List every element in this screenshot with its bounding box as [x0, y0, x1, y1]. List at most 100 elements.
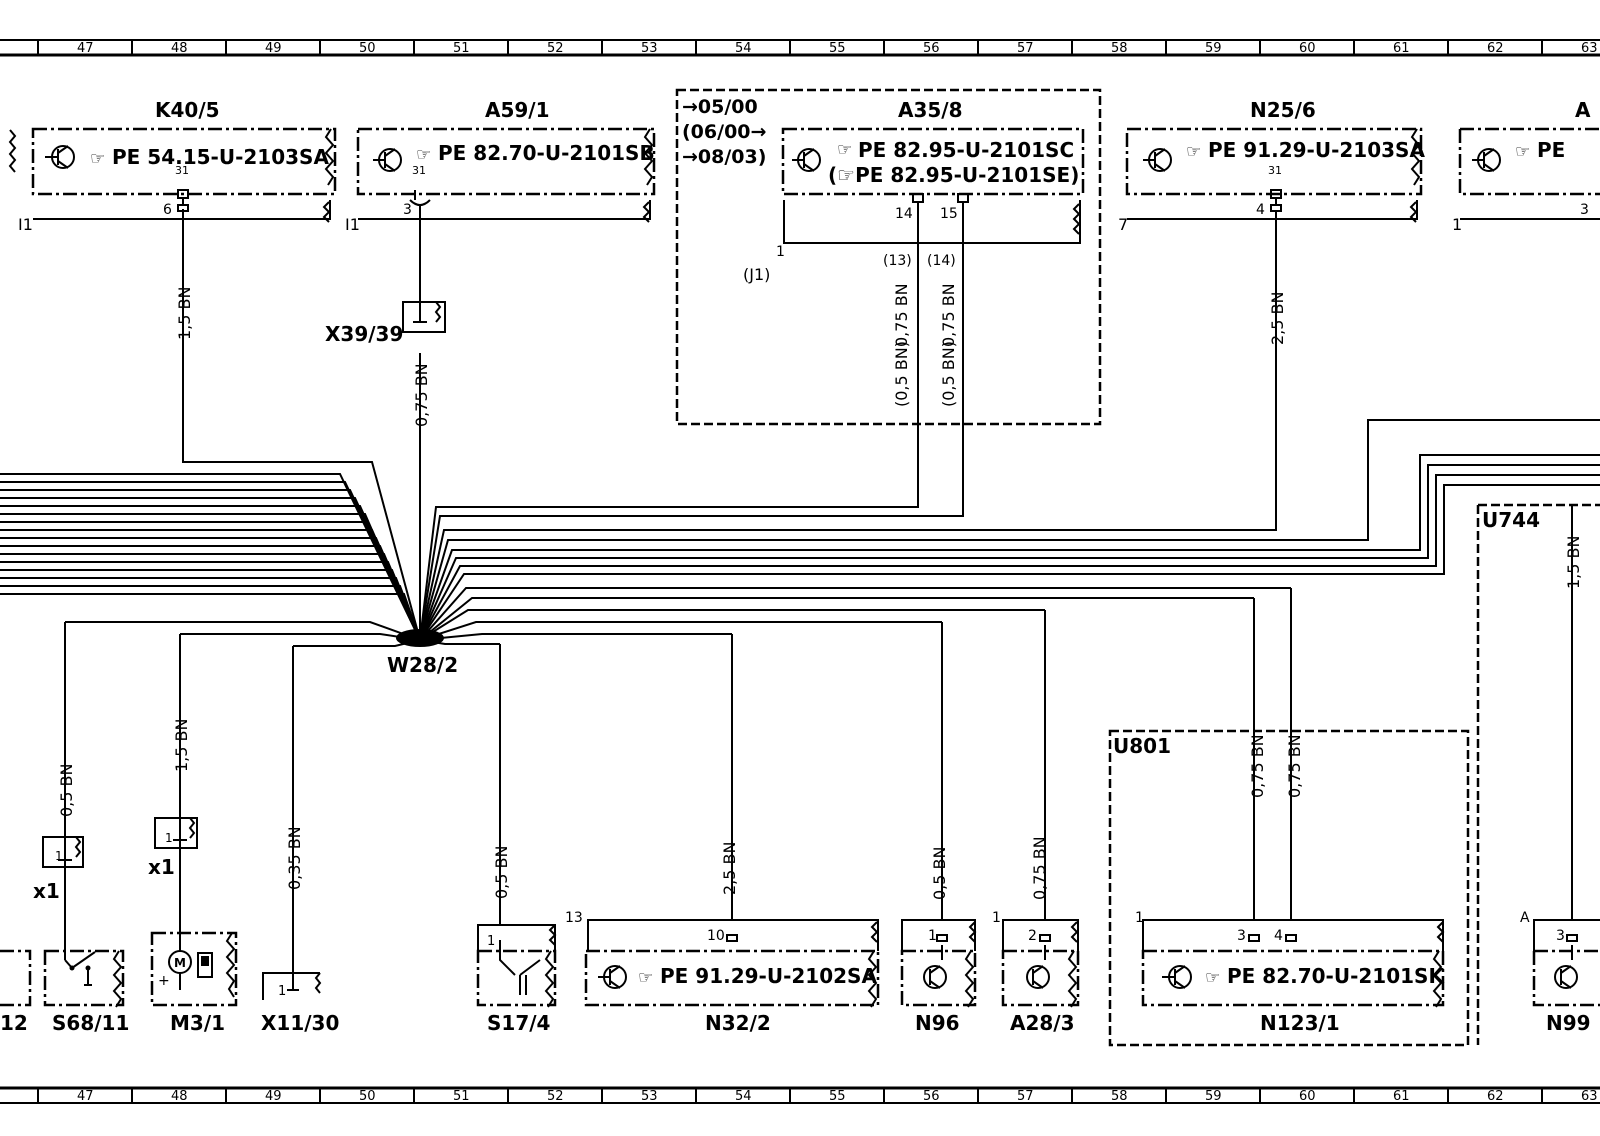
svg-text:I1: I1	[345, 215, 360, 234]
ruler-bottom-cell: 57	[1017, 1089, 1034, 1104]
ruler-bottom-cell: 53	[641, 1089, 658, 1104]
x11-30-component: 0,35 BN 1 X11/30	[261, 826, 339, 1035]
svg-text:PE: PE	[1537, 138, 1565, 162]
svg-text:A: A	[1520, 910, 1530, 926]
ruler-bottom-cell: 47	[77, 1089, 94, 1104]
a59-1-wire: 0,75 BN	[412, 363, 431, 427]
n123-1-component: 0,75 BN 0,75 BN 1 3 4 ☞ PE 82.70-U-2101S…	[1135, 734, 1445, 1035]
hand-pointer-icon: ☞	[837, 140, 852, 160]
svg-text:3: 3	[1580, 202, 1589, 218]
transistor-icon	[1143, 148, 1172, 172]
a59-1-label: A59/1	[485, 98, 550, 122]
svg-text:1: 1	[165, 831, 173, 845]
ruler-top-cell: 52	[547, 41, 564, 56]
svg-text:3: 3	[1556, 928, 1565, 944]
hand-pointer-icon: ☞	[1205, 968, 1220, 988]
a-cut-component: A ☞ PE 1 3	[1452, 98, 1600, 234]
a35-8-label: A35/8	[898, 98, 963, 122]
w28-2-label: W28/2	[387, 653, 458, 677]
svg-text:(J1): (J1)	[743, 265, 770, 284]
ruler-top-cell: 50	[359, 41, 376, 56]
ruler-top-cell: 62	[1487, 41, 1504, 56]
ruler-bottom-cell: 55	[829, 1089, 846, 1104]
svg-text:0,5 BN: 0,5 BN	[57, 764, 76, 817]
n32-2-label: N32/2	[705, 1011, 771, 1035]
ruler-bottom-cell: 56	[923, 1089, 940, 1104]
svg-text:10: 10	[707, 928, 725, 944]
svg-text:0,75 BN: 0,75 BN	[1248, 734, 1267, 798]
svg-text:3: 3	[1237, 928, 1246, 944]
svg-text:+: +	[158, 973, 170, 989]
transistor-icon	[373, 148, 402, 172]
ruler-top-cell: 48	[171, 41, 188, 56]
s17-4-label: S17/4	[487, 1011, 550, 1035]
svg-text:0,75 BN: 0,75 BN	[939, 283, 958, 347]
k40-5-wire: 1,5 BN	[175, 287, 194, 340]
svg-text:4: 4	[1256, 202, 1265, 218]
transistor-icon	[598, 965, 627, 989]
u801-label: U801	[1113, 734, 1171, 758]
n32-2-component: 2,5 BN 13 10 ☞ PE 91.29-U-2102SA N32/2	[565, 842, 880, 1035]
ruler-bottom-cell: 49	[265, 1089, 282, 1104]
svg-text:(0,5 BN): (0,5 BN)	[939, 341, 958, 407]
n32-2-ref: PE 91.29-U-2102SA	[660, 964, 877, 988]
transistor-icon	[1554, 945, 1578, 989]
hand-pointer-icon: ☞	[1186, 142, 1201, 162]
n123-1-label: N123/1	[1260, 1011, 1340, 1035]
ruler-top-cell: 56	[923, 41, 940, 56]
a35-8-component: →05/00 (06/00→ →08/03) A35/8 ☞ PE 82.95-…	[675, 88, 1102, 426]
u744-label: U744	[1482, 508, 1540, 532]
svg-text:4: 4	[1274, 928, 1283, 944]
a59-1-ref: PE 82.70-U-2101SB	[438, 141, 655, 165]
n25-6-wire: 2,5 BN	[1268, 292, 1287, 345]
ruler-top-cell: 55	[829, 41, 846, 56]
svg-text:(06/00→: (06/00→	[682, 121, 766, 143]
svg-text:0,35 BN: 0,35 BN	[285, 826, 304, 890]
transistor-icon	[923, 945, 947, 989]
svg-text:1: 1	[487, 934, 495, 949]
n99-component: A 3 N99	[1520, 910, 1600, 1035]
svg-text:(0,5 BN): (0,5 BN)	[892, 341, 911, 407]
a35-8-ref1: PE 82.95-U-2101SC	[858, 138, 1074, 162]
hand-pointer-icon: ☞	[90, 149, 105, 169]
transistor-icon	[1162, 965, 1192, 989]
ruler-bottom-cell: 58	[1111, 1089, 1128, 1104]
ruler-bottom-cell: 59	[1205, 1089, 1222, 1104]
svg-text:2: 2	[1028, 928, 1037, 944]
svg-text:1: 1	[1452, 215, 1462, 234]
k40-5-component: K40/5 ☞ PE 54.15-U-2103SA 31 6 1,5 BN	[31, 98, 337, 340]
hand-pointer-icon: ☞	[638, 968, 653, 988]
ruler-top-cell: 54	[735, 41, 752, 56]
ruler-top-cell: 57	[1017, 41, 1034, 56]
ruler-top-cell: 59	[1205, 41, 1222, 56]
ruler-bottom-cell: 60	[1299, 1089, 1316, 1104]
ruler-top-cell: 51	[453, 41, 470, 56]
svg-text:31: 31	[175, 164, 189, 177]
motor-icon: M +	[158, 940, 213, 990]
ruler-top-cell: 60	[1299, 41, 1316, 56]
svg-text:7: 7	[1118, 215, 1128, 234]
svg-text:3: 3	[403, 202, 412, 218]
svg-text:0,75 BN: 0,75 BN	[1285, 734, 1304, 798]
n25-6-label: N25/6	[1250, 98, 1316, 122]
hand-pointer-icon: ☞	[1515, 142, 1530, 162]
transistor-icon	[45, 145, 75, 169]
svg-text:x1: x1	[148, 855, 175, 879]
svg-text:(14): (14)	[927, 253, 956, 269]
transistor-icon	[1472, 148, 1501, 172]
svg-text:15: 15	[940, 206, 958, 222]
ruler-top-cell: 63	[1581, 41, 1598, 56]
svg-text:1: 1	[928, 928, 937, 944]
s17-4-component: 0,5 BN 1 S17/4	[476, 846, 557, 1035]
n25-6-component: N25/6 ☞ PE 91.29-U-2103SA 7 31 4 2,5 BN	[1118, 98, 1425, 360]
svg-text:→05/00: →05/00	[682, 96, 758, 118]
svg-text:1,5 BN: 1,5 BN	[1564, 536, 1583, 589]
ruler-bottom-cell: 50	[359, 1089, 376, 1104]
x11-30-label: X11/30	[261, 1011, 339, 1035]
svg-text:0,5 BN: 0,5 BN	[492, 846, 511, 899]
ruler-top-cell: 58	[1111, 41, 1128, 56]
svg-text:→08/03): →08/03)	[682, 146, 766, 168]
ruler-top-cell: 53	[641, 41, 658, 56]
